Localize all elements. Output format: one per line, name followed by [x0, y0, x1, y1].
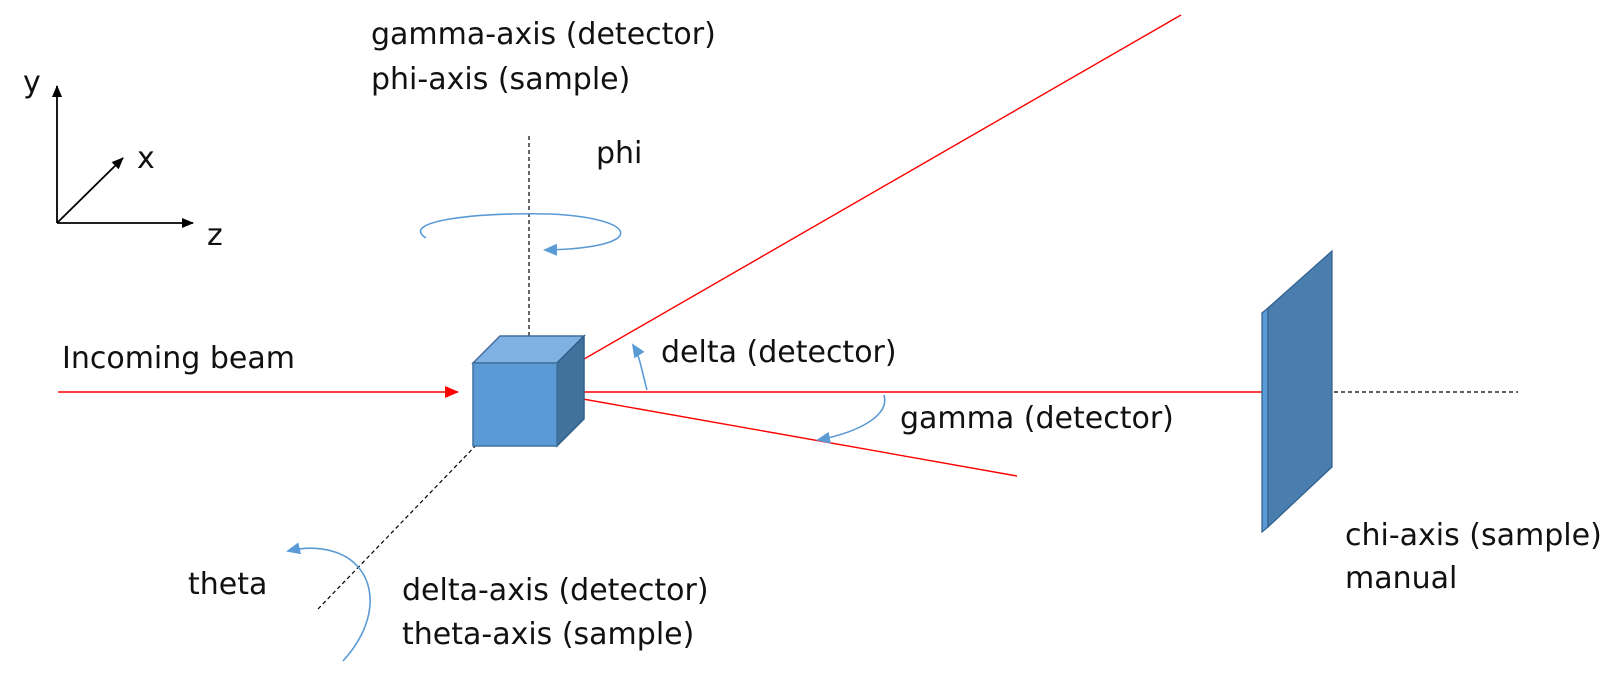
gamma-rotation-arc: [816, 394, 886, 444]
plate-edge: [1261, 306, 1269, 534]
phi-rotation-arc: [419, 212, 622, 256]
diffracted-beam-gamma: [565, 395, 1018, 477]
coordinate-axes: [52, 85, 194, 228]
rotation-arcs: [286, 212, 886, 662]
theta-rotation-arc: [286, 542, 371, 662]
plate-face: [1267, 249, 1333, 529]
cube-front-face: [472, 362, 558, 447]
beams: [58, 14, 1262, 477]
detector-plate: [1261, 249, 1333, 534]
x-axis-arrow: [56, 157, 124, 224]
delta-rotation-arc: [631, 343, 648, 391]
diffracted-beam-delta: [571, 14, 1182, 367]
sample-cube: [471, 334, 586, 448]
